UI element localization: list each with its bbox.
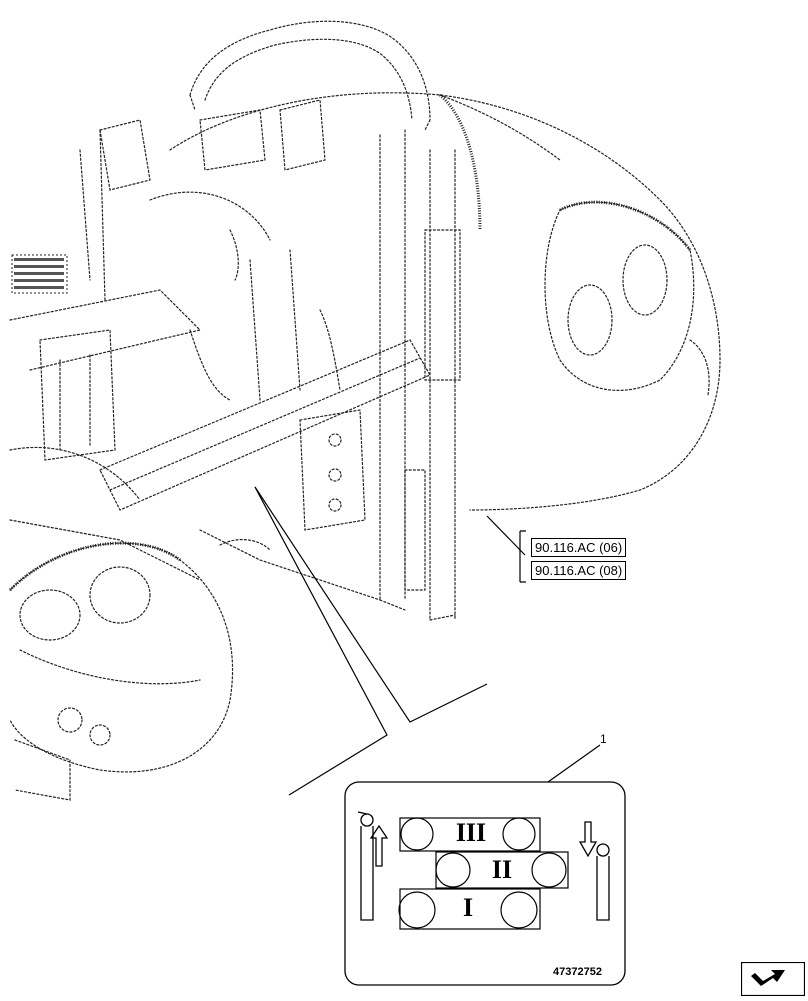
callout-leader-line <box>547 744 601 783</box>
next-page-arrow-icon <box>740 961 806 997</box>
roll-bar <box>189 20 431 121</box>
lever-up-icon <box>357 811 389 921</box>
front-crossbeam <box>99 339 431 511</box>
range-i-bar <box>399 888 541 930</box>
hood-outline <box>169 92 721 511</box>
callout-number: 1 <box>600 732 607 746</box>
gear-range-decal <box>344 781 626 986</box>
decal-part-number: 47372752 <box>553 966 602 978</box>
right-headlamp <box>544 201 695 391</box>
next-page-button[interactable] <box>740 961 806 997</box>
decal-leader-line <box>254 486 488 723</box>
lever-down-icon <box>578 821 610 921</box>
range-label-ii: II <box>491 855 513 884</box>
reference-link-06[interactable]: 90.116.AC (06) <box>531 538 627 557</box>
left-headlamp <box>9 542 234 773</box>
range-label-iii: III <box>455 818 487 847</box>
range-label-i: I <box>462 893 474 922</box>
range-iii-bar <box>399 817 541 852</box>
reference-link-08[interactable]: 90.116.AC (08) <box>531 561 627 580</box>
reference-leader-line <box>486 515 526 556</box>
